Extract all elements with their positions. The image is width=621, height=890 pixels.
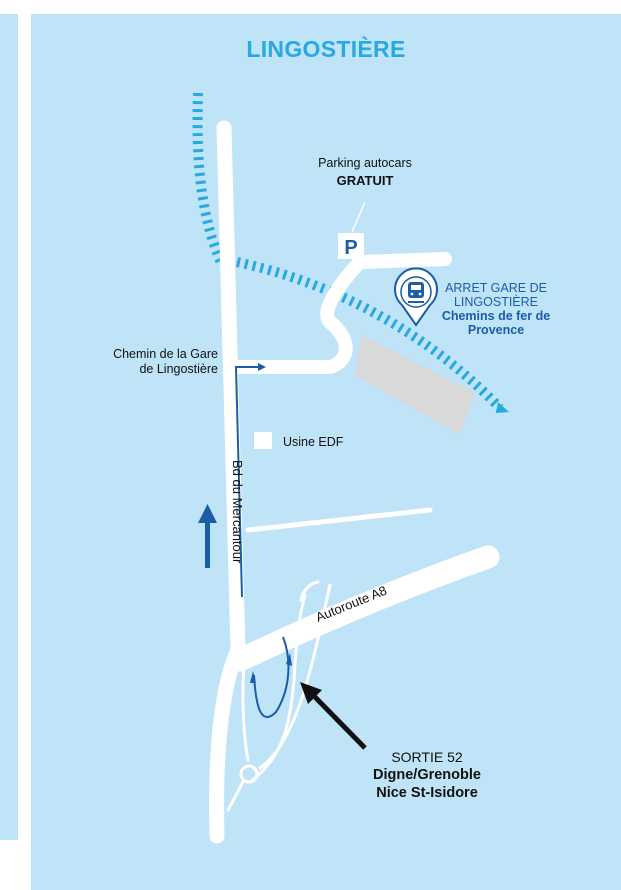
parking-label: Parking autocars GRATUIT <box>290 155 440 190</box>
exit-route-arrow-2 <box>286 653 292 666</box>
chemin-gare-label-line1: Chemin de la Gare <box>113 347 218 361</box>
autoroute-a8-road <box>228 545 500 672</box>
usine-edf-marker <box>254 432 272 449</box>
railway-arrowhead <box>496 402 509 413</box>
left-panel <box>0 14 18 840</box>
exit-pointer-line <box>310 692 367 750</box>
station-building <box>355 335 475 435</box>
exit-label-line3: Nice St-Isidore <box>376 785 478 801</box>
chemin-gare-label-line2: de Lingostière <box>139 362 218 376</box>
exit-ramp-west <box>241 653 250 762</box>
parking-label-line1: Parking autocars <box>318 156 412 170</box>
parking-label-line2: GRATUIT <box>336 173 394 188</box>
roundabout-exit <box>226 780 245 812</box>
exit-route-arrow <box>250 671 256 683</box>
map-panel <box>31 14 621 890</box>
parking-sign <box>338 233 364 259</box>
chemin-gare-label: Chemin de la Gare de Lingostière <box>80 347 218 377</box>
train-icon <box>394 267 438 327</box>
bd-mercantour-road <box>216 120 246 658</box>
exit-ramp-loop <box>299 580 320 602</box>
station-label-line3: Chemins de fer de <box>441 309 551 323</box>
station-label-line1: ARRET GARE DE <box>445 281 547 295</box>
station-label: ARRET GARE DE LINGOSTIÈRE Chemins de fer… <box>426 281 566 337</box>
exit-label-line1: SORTIE 52 <box>391 749 463 765</box>
exit-label: SORTIE 52 Digne/Grenoble Nice St-Isidore <box>352 748 502 802</box>
parking-symbol: P <box>344 237 357 259</box>
parking-leader <box>351 201 366 233</box>
route-line <box>234 366 258 598</box>
roundabout <box>239 764 259 784</box>
route-arrowhead <box>258 363 266 371</box>
bd-mercantour-label: Bd du Mercantour <box>230 460 245 564</box>
north-direction-arrow-icon <box>198 504 217 523</box>
bd-mercantour-south <box>209 642 246 844</box>
side-road <box>245 507 433 533</box>
north-direction-shaft <box>205 522 210 568</box>
exit-pointer-arrow-icon <box>300 682 322 704</box>
chemin-gare-road <box>229 252 452 374</box>
station-label-line4: Provence <box>467 323 525 337</box>
map-title: LINGOSTIÈRE <box>246 36 406 62</box>
station-label-line2: LINGOSTIÈRE <box>453 295 539 309</box>
usine-edf-label: Usine EDF <box>283 435 344 449</box>
exit-label-line2: Digne/Grenoble <box>373 767 481 783</box>
exit-ramp-inner <box>248 593 307 784</box>
